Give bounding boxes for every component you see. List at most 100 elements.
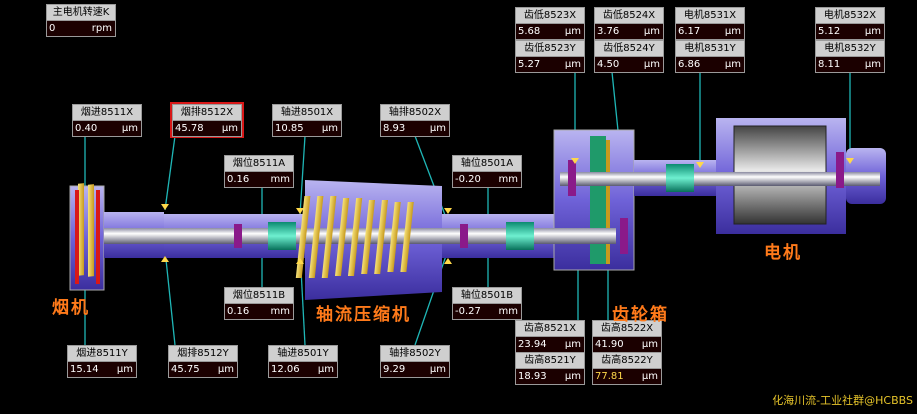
- sensor-unit: μm: [641, 371, 658, 382]
- coupling-1: [268, 222, 296, 250]
- coupling-2: [506, 222, 534, 250]
- sensor-value: 23.94: [518, 339, 547, 350]
- sensor-tag-zhoupai-8502y[interactable]: 轴排8502Y 9.29 μm: [380, 345, 450, 378]
- sensor-unit: mm: [270, 306, 290, 317]
- sensor-unit: μm: [429, 123, 446, 134]
- sensor-unit: μm: [724, 59, 741, 70]
- speed-unit: rpm: [91, 23, 112, 34]
- sensor-label: 电机8531Y: [675, 40, 745, 57]
- sensor-tag-dianji-8531y[interactable]: 电机8531Y 6.86 μm: [675, 40, 745, 73]
- gear-wheel: [590, 136, 606, 264]
- coupling-3: [666, 164, 694, 192]
- watermark: 化海川流-工业社群@HCBBS: [772, 394, 913, 407]
- sensor-unit: mm: [270, 174, 290, 185]
- sensor-value: 8.93: [383, 123, 406, 134]
- sensor-label: 烟进8511X: [72, 104, 142, 121]
- sensor-label: 齿低8524X: [594, 7, 664, 24]
- sensor-reading: 9.29 μm: [380, 362, 450, 378]
- sensor-unit: μm: [121, 123, 138, 134]
- label-motor: 电机: [764, 243, 802, 263]
- sensor-value: 9.29: [383, 364, 406, 375]
- sensor-unit: μm: [643, 26, 660, 37]
- sensor-reading: 0.16 mm: [224, 172, 294, 188]
- sensor-unit: μm: [217, 364, 234, 375]
- sensor-unit: μm: [641, 339, 658, 350]
- compressor-blades: [295, 196, 414, 278]
- sensor-label: 轴位8501A: [452, 155, 522, 172]
- sensor-label: 齿高8522Y: [592, 352, 662, 369]
- motor-shaft: [560, 172, 880, 186]
- label-gearbox: 齿轮箱: [612, 305, 669, 325]
- sensor-value: 0.16: [227, 174, 250, 185]
- speed-label: 主电机转速K: [46, 4, 116, 21]
- sensor-value: 12.06: [271, 364, 300, 375]
- sensor-unit: μm: [429, 364, 446, 375]
- sensor-value: 41.90: [595, 339, 624, 350]
- sensor-value: 0.40: [75, 123, 98, 134]
- sensor-label: 齿低8524Y: [594, 40, 664, 57]
- sensor-unit: mm: [498, 306, 518, 317]
- sensor-tag-chidi-8524x[interactable]: 齿低8524X 3.76 μm: [594, 7, 664, 40]
- sensor-unit: μm: [724, 26, 741, 37]
- speed-value: 0: [49, 23, 56, 34]
- sensor-value: 18.93: [518, 371, 547, 382]
- sensor-unit: μm: [643, 59, 660, 70]
- sensor-label: 烟位8511B: [224, 287, 294, 304]
- sensor-tag-yanjin-8511x[interactable]: 烟进8511X 0.40 μm: [72, 104, 142, 137]
- sensor-value: -0.20: [455, 174, 481, 185]
- sensor-unit: μm: [564, 59, 581, 70]
- sensor-label: 烟排8512Y: [168, 345, 238, 362]
- sensor-value: 5.27: [518, 59, 541, 70]
- sensor-label: 轴排8502Y: [380, 345, 450, 362]
- sensor-value: 6.86: [678, 59, 701, 70]
- sensor-unit: μm: [564, 26, 581, 37]
- sensor-value: 10.85: [275, 123, 304, 134]
- bearings: [234, 152, 844, 254]
- sensor-label: 齿高8521X: [515, 320, 585, 337]
- probe-markers: [161, 158, 854, 264]
- sensor-label: 烟排8512X: [172, 104, 242, 121]
- sensor-reading: 5.27 μm: [515, 57, 585, 73]
- sensor-label: 烟进8511Y: [67, 345, 137, 362]
- sensor-label: 轴位8501B: [452, 287, 522, 304]
- sensor-value: 6.17: [678, 26, 701, 37]
- sensor-value: 45.78: [175, 123, 204, 134]
- sensor-reading: 41.90 μm: [592, 337, 662, 353]
- sensor-label: 轴进8501X: [272, 104, 342, 121]
- label-fan: 烟机: [52, 298, 90, 318]
- sensor-reading: 6.17 μm: [675, 24, 745, 40]
- sensor-label: 电机8532X: [815, 7, 885, 24]
- sensor-value: 3.76: [597, 26, 620, 37]
- sensor-label: 齿高8521Y: [515, 352, 585, 369]
